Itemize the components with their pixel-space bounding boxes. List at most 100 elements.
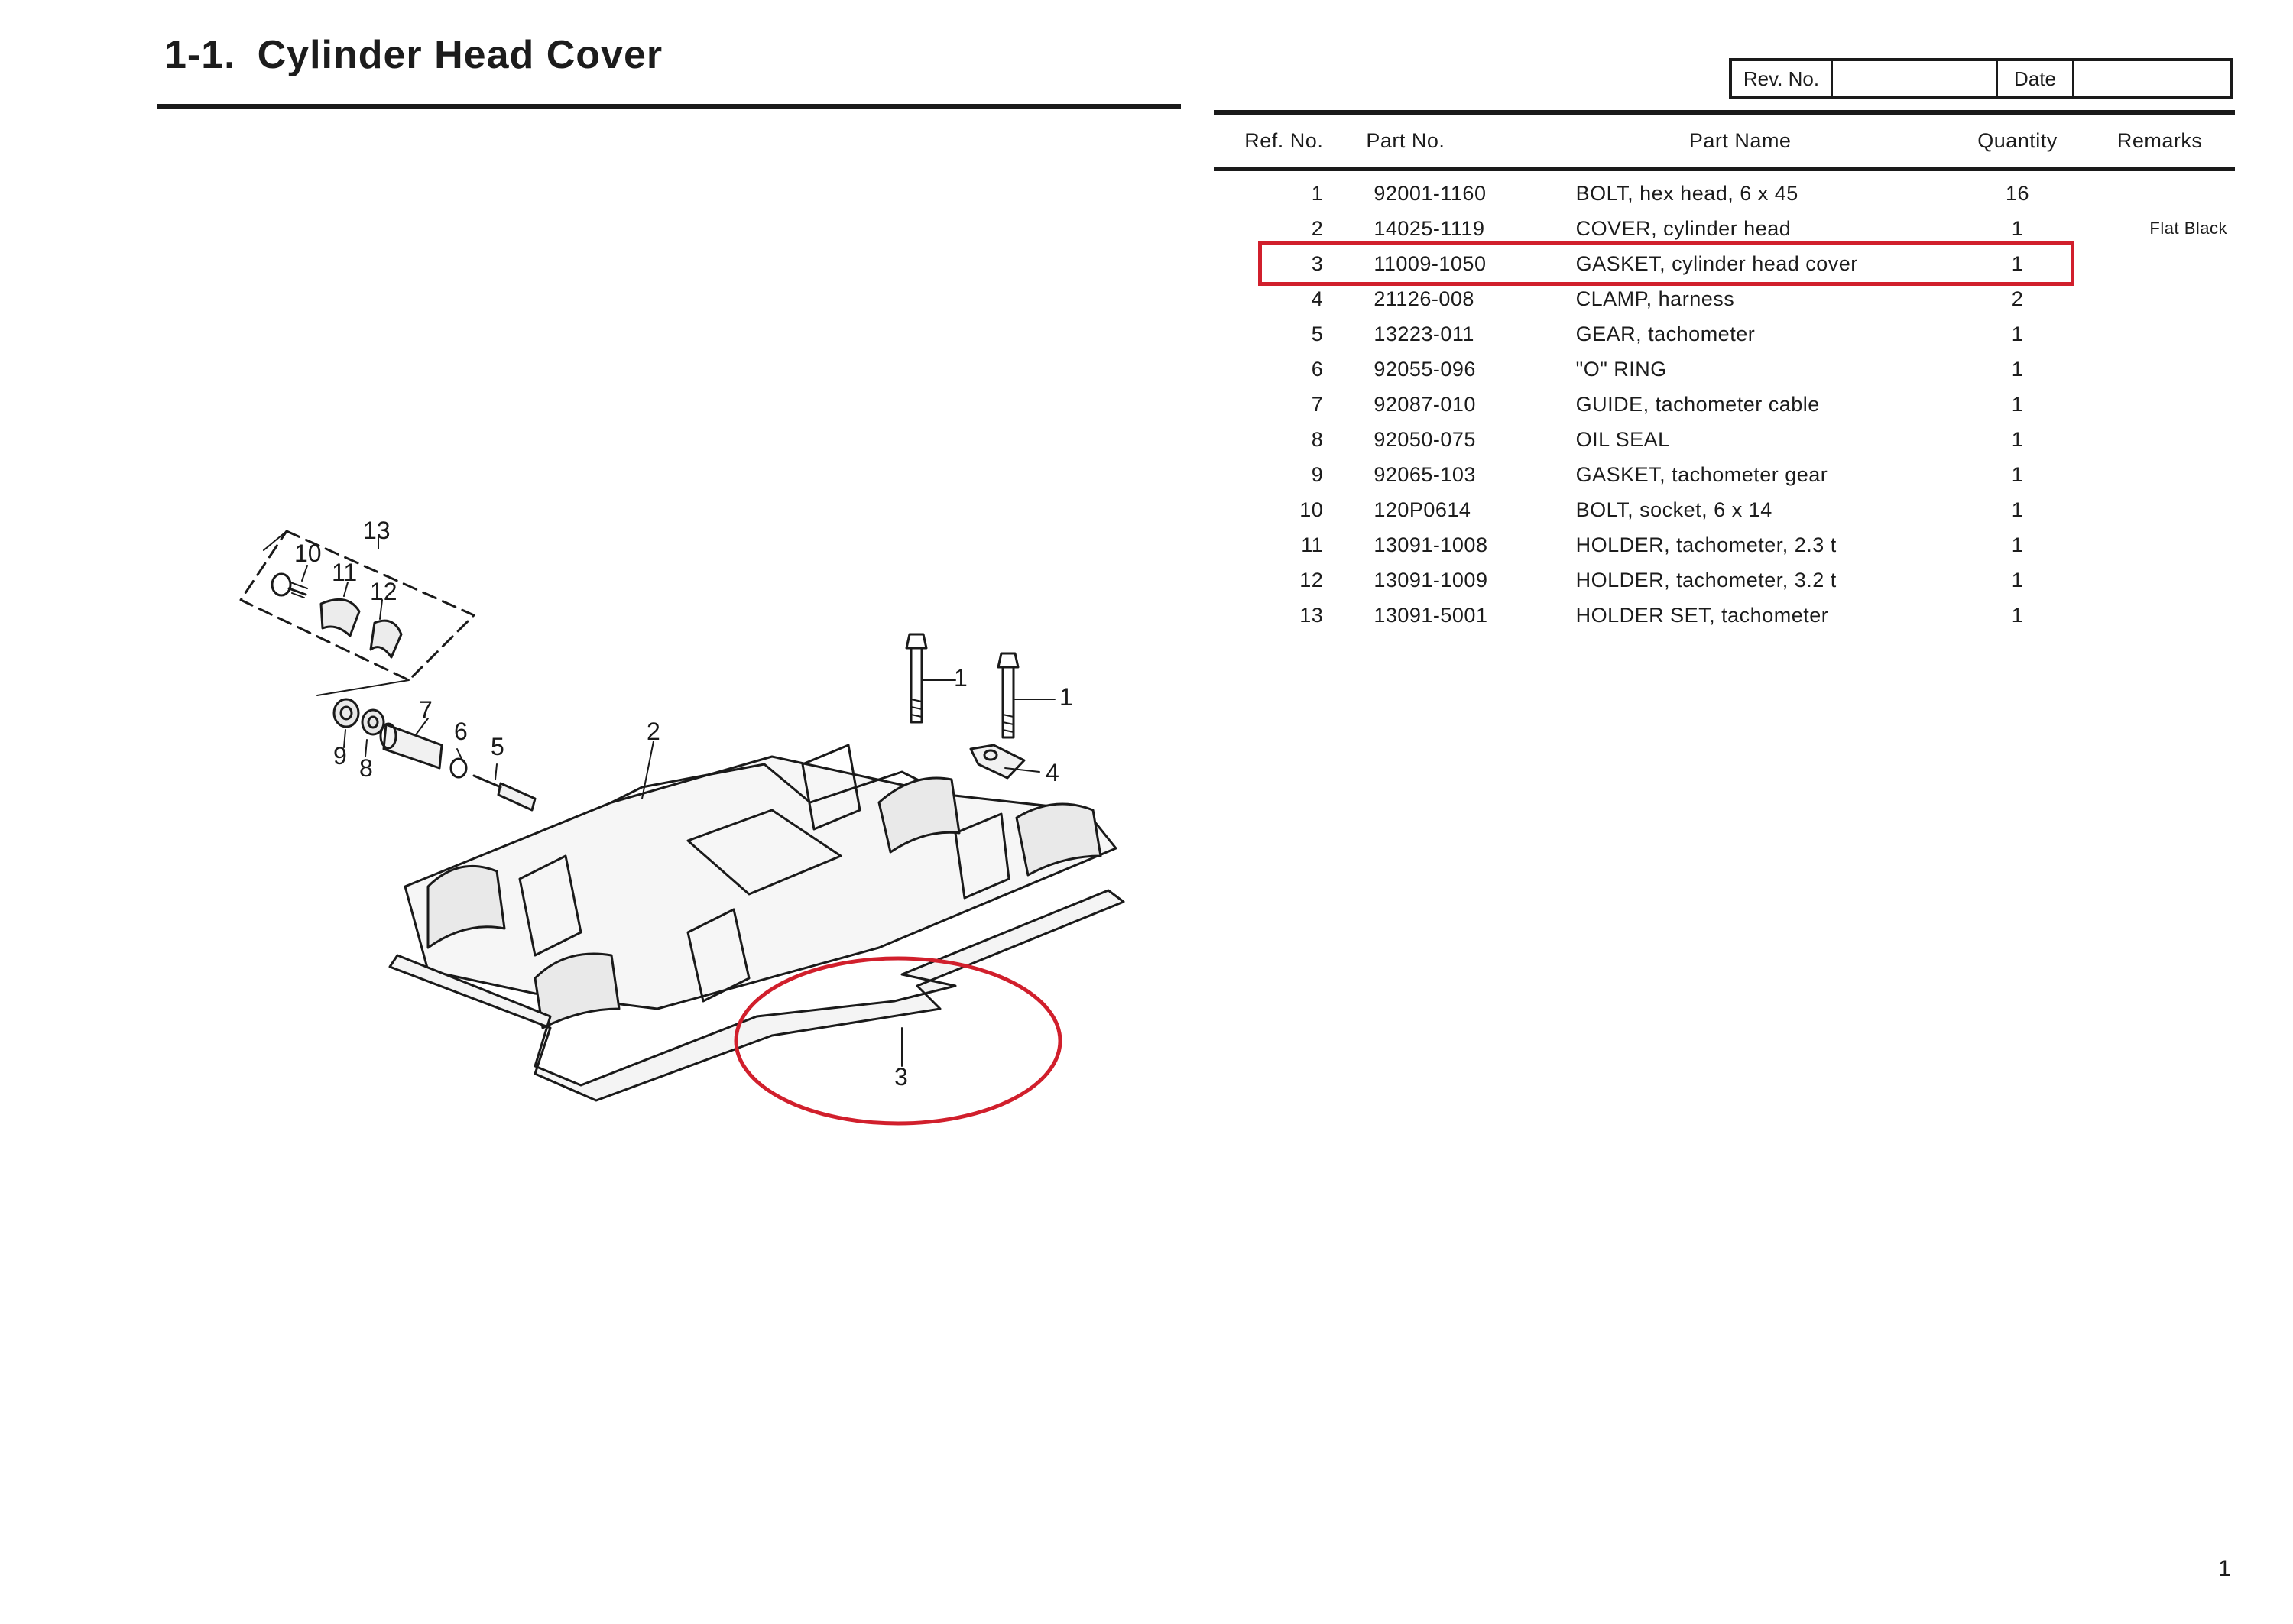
callout-8: 8 bbox=[359, 754, 373, 782]
table-row: 13 13091-5001 HOLDER SET, tachometer 1 bbox=[1214, 598, 2235, 633]
quantity-cell: 1 bbox=[2011, 427, 2024, 451]
remarks-cell bbox=[2084, 598, 2235, 633]
harness-clamp-part bbox=[969, 744, 1026, 780]
ref-no-cell: 8 bbox=[1311, 427, 1324, 451]
table-row: 4 21126-008 CLAMP, harness 2 bbox=[1214, 281, 2235, 316]
quantity-cell: 1 bbox=[2011, 462, 2024, 486]
callout-3: 3 bbox=[894, 1063, 908, 1091]
part-no-cell: 120P0614 bbox=[1374, 498, 1471, 521]
quantity-cell: 1 bbox=[2011, 498, 2024, 521]
ref-no-cell: 11 bbox=[1301, 533, 1324, 556]
col-header-ref-no: Ref. No. bbox=[1244, 128, 1324, 152]
col-header-part-name: Part Name bbox=[1688, 128, 1792, 152]
ref-no-cell: 6 bbox=[1311, 357, 1324, 381]
quantity-cell: 1 bbox=[2011, 392, 2024, 416]
remarks-cell bbox=[2084, 352, 2235, 387]
holder-set-outline bbox=[239, 530, 475, 682]
callout-10: 10 bbox=[294, 540, 322, 567]
parts-table: Ref. No. Part No. Part Name Quantity Rem… bbox=[1214, 115, 2235, 633]
part-no-cell: 13091-1008 bbox=[1374, 533, 1488, 556]
page-number: 1 bbox=[2218, 1556, 2231, 1581]
ref-no-cell: 3 bbox=[1311, 251, 1324, 275]
callout-12: 12 bbox=[370, 578, 397, 605]
part-no-cell: 13091-5001 bbox=[1374, 603, 1488, 627]
section-number: 1-1. bbox=[164, 33, 236, 77]
ref-no-cell: 5 bbox=[1311, 322, 1324, 345]
part-name-cell: BOLT, hex head, 6 x 45 bbox=[1575, 181, 1798, 205]
part-name-cell: OIL SEAL bbox=[1575, 427, 1670, 451]
part-name-cell: HOLDER, tachometer, 3.2 t bbox=[1575, 568, 1837, 592]
table-row: 2 14025-1119 COVER, cylinder head 1 Flat… bbox=[1214, 211, 2235, 246]
part-name-cell: GUIDE, tachometer cable bbox=[1575, 392, 1820, 416]
quantity-cell: 1 bbox=[2011, 568, 2024, 592]
callout-4: 4 bbox=[1046, 759, 1059, 786]
remarks-cell bbox=[2084, 281, 2235, 316]
quantity-cell: 1 bbox=[2011, 357, 2024, 381]
callout-1b: 1 bbox=[1059, 683, 1073, 711]
section-title: Cylinder Head Cover bbox=[257, 33, 663, 77]
callout-11: 11 bbox=[332, 559, 357, 586]
part-no-cell: 92087-010 bbox=[1374, 392, 1476, 416]
part-name-cell: CLAMP, harness bbox=[1575, 287, 1735, 310]
ref-no-cell: 10 bbox=[1299, 498, 1324, 521]
remarks-cell bbox=[2084, 457, 2235, 492]
part-name-cell: GASKET, cylinder head cover bbox=[1575, 251, 1858, 275]
hex-bolt-part-right bbox=[997, 652, 1020, 739]
callout-5: 5 bbox=[491, 733, 504, 760]
highlight-box-row-3 bbox=[1258, 241, 2074, 286]
page-title: 1-1. Cylinder Head Cover bbox=[164, 32, 663, 78]
title-rule bbox=[157, 104, 1181, 109]
part-name-cell: GASKET, tachometer gear bbox=[1575, 462, 1828, 486]
date-label: Date bbox=[1998, 61, 2074, 96]
tachometer-guide-part bbox=[382, 723, 443, 770]
part-no-cell: 14025-1119 bbox=[1374, 216, 1485, 240]
quantity-cell: 16 bbox=[2006, 181, 2030, 205]
table-row: 9 92065-103 GASKET, tachometer gear 1 bbox=[1214, 457, 2235, 492]
part-no-cell: 11009-1050 bbox=[1374, 251, 1487, 275]
highlight-ellipse-gasket bbox=[734, 956, 1062, 1126]
part-no-cell: 13223-011 bbox=[1374, 322, 1474, 345]
part-name-cell: "O" RING bbox=[1575, 357, 1667, 381]
ref-no-cell: 12 bbox=[1299, 568, 1324, 592]
callout-labels: 1 1 2 3 4 5 6 7 8 9 10 11 12 13 bbox=[294, 517, 1073, 1091]
date-value bbox=[2074, 61, 2230, 96]
part-name-cell: COVER, cylinder head bbox=[1575, 216, 1792, 240]
hex-bolt-part-left bbox=[905, 633, 928, 724]
quantity-cell: 2 bbox=[2011, 287, 2024, 310]
holder-part-11 bbox=[319, 598, 361, 637]
callout-9: 9 bbox=[333, 742, 347, 770]
callout-1a: 1 bbox=[954, 664, 968, 692]
remarks-cell bbox=[2084, 527, 2235, 562]
quantity-cell: 1 bbox=[2011, 533, 2024, 556]
ref-no-cell: 13 bbox=[1299, 603, 1324, 627]
ref-no-cell: 7 bbox=[1311, 392, 1324, 416]
rev-no-label: Rev. No. bbox=[1732, 61, 1833, 96]
table-row: 7 92087-010 GUIDE, tachometer cable 1 bbox=[1214, 387, 2235, 422]
remarks-cell bbox=[2084, 387, 2235, 422]
part-no-cell: 92065-103 bbox=[1374, 462, 1476, 486]
table-row: 10 120P0614 BOLT, socket, 6 x 14 1 bbox=[1214, 492, 2235, 527]
holder-part-12 bbox=[369, 619, 403, 659]
table-top-rule bbox=[1214, 110, 2235, 115]
rev-no-value bbox=[1833, 61, 1998, 96]
callout-6: 6 bbox=[454, 718, 468, 745]
callout-7: 7 bbox=[419, 696, 433, 724]
remarks-cell bbox=[2084, 492, 2235, 527]
revision-box: Rev. No. Date bbox=[1729, 58, 2233, 99]
part-no-cell: 21126-008 bbox=[1374, 287, 1474, 310]
part-name-cell: GEAR, tachometer bbox=[1575, 322, 1756, 345]
callout-2: 2 bbox=[647, 718, 660, 745]
part-no-cell: 92001-1160 bbox=[1374, 181, 1487, 205]
col-header-part-no: Part No. bbox=[1366, 128, 1445, 152]
ref-no-cell: 1 bbox=[1311, 181, 1324, 205]
part-no-cell: 92055-096 bbox=[1374, 357, 1476, 381]
cylinder-head-gasket-part bbox=[388, 889, 1125, 1102]
callout-13: 13 bbox=[363, 517, 391, 544]
exploded-parts-diagram: 1 1 2 3 4 5 6 7 8 9 10 11 12 13 bbox=[239, 517, 1125, 1126]
table-row: 11 13091-1008 HOLDER, tachometer, 2.3 t … bbox=[1214, 527, 2235, 562]
remarks-cell bbox=[2084, 316, 2235, 352]
socket-bolt-part bbox=[271, 572, 308, 598]
remarks-cell bbox=[2084, 246, 2235, 281]
remarks-cell bbox=[2084, 562, 2235, 598]
ref-no-cell: 9 bbox=[1311, 462, 1324, 486]
